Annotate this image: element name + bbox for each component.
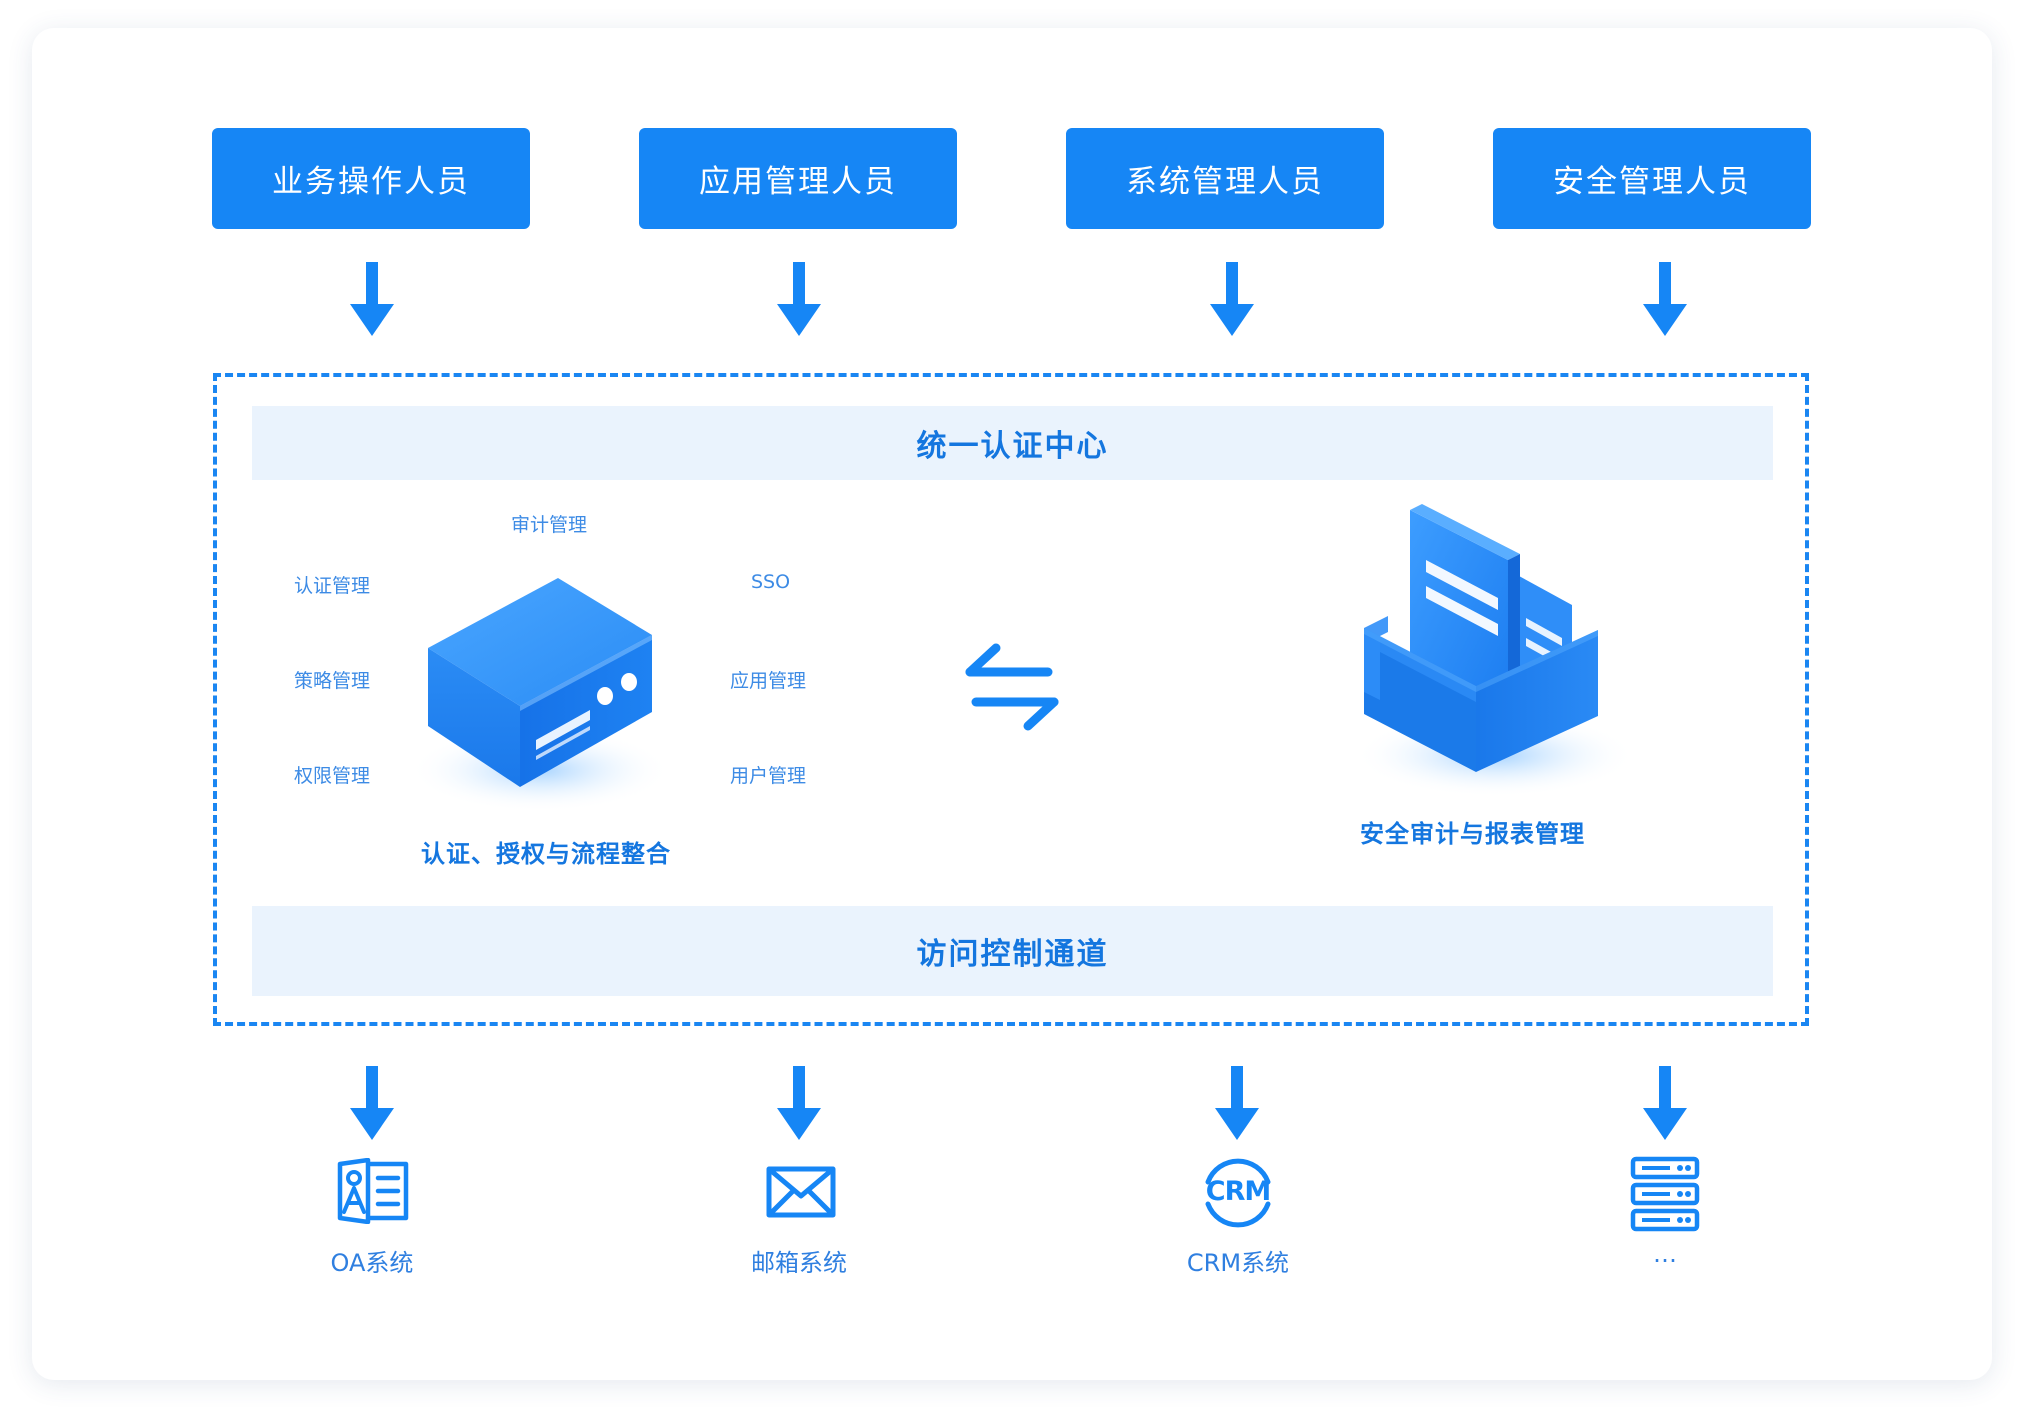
down-arrow-icon — [1643, 1066, 1687, 1140]
unified-auth-center-band: 统一认证中心 — [252, 406, 1773, 480]
feature-user-management: 用户管理 — [730, 765, 807, 787]
audit-report-illustration — [1355, 504, 1635, 797]
server-rack-icon — [1630, 1156, 1700, 1232]
down-arrow-icon — [777, 262, 821, 336]
down-arrow-icon — [1643, 262, 1687, 336]
feature-sso: SSO — [751, 571, 791, 593]
role-system-admin: 系统管理人员 — [1066, 128, 1384, 229]
down-arrow-icon — [350, 262, 394, 336]
down-arrow-icon — [777, 1066, 821, 1140]
crm-icon: CRM — [1198, 1158, 1278, 1228]
server-caption: 认证、授权与流程整合 — [421, 840, 671, 868]
exchange-arrows-icon — [965, 643, 1059, 731]
down-arrow-icon — [350, 1066, 394, 1140]
system-label-crm: CRM系统 — [1186, 1249, 1290, 1277]
crm-icon-text: CRM — [1205, 1176, 1271, 1207]
role-app-admin: 应用管理人员 — [639, 128, 957, 229]
access-control-channel-band: 访问控制通道 — [252, 906, 1773, 996]
auth-server-illustration — [410, 578, 670, 812]
feature-app-management: 应用管理 — [730, 670, 807, 692]
feature-audit-management: 审计管理 — [511, 514, 588, 536]
audit-caption: 安全审计与报表管理 — [1360, 820, 1585, 848]
role-security-admin: 安全管理人员 — [1493, 128, 1811, 229]
feature-policy-management: 策略管理 — [294, 670, 371, 692]
central-platform-frame — [213, 373, 1809, 1026]
system-label-more: … — [1653, 1240, 1677, 1268]
oa-document-icon — [337, 1158, 409, 1224]
role-business-operator: 业务操作人员 — [212, 128, 530, 229]
feature-permission-management: 权限管理 — [294, 765, 371, 787]
system-label-mail: 邮箱系统 — [751, 1249, 847, 1277]
down-arrow-icon — [1210, 262, 1254, 336]
system-label-oa: OA系统 — [330, 1249, 414, 1277]
down-arrow-icon — [1215, 1066, 1259, 1140]
mail-envelope-icon — [766, 1166, 836, 1218]
feature-auth-management: 认证管理 — [294, 575, 371, 597]
